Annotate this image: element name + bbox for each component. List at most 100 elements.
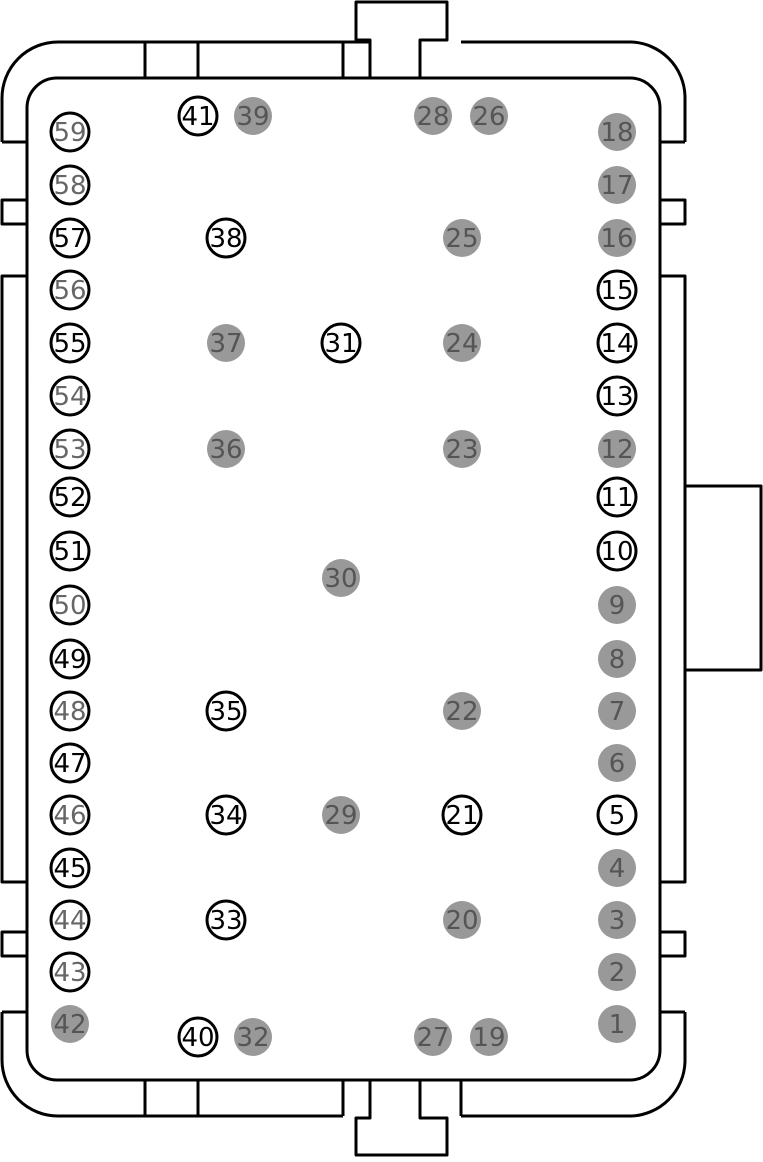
pin-label: 23: [445, 435, 478, 465]
pin-54: 54: [49, 375, 91, 417]
housing-bottom-rib: [143, 1080, 200, 1116]
pin-59: 59: [49, 111, 91, 153]
pin-16: 16: [598, 219, 636, 257]
pin-label: 30: [324, 564, 357, 594]
pin-label: 24: [445, 329, 478, 359]
pin-53: 53: [49, 428, 91, 470]
pin-label: 32: [236, 1023, 269, 1053]
pin-marker: [443, 219, 481, 257]
pin-label: 26: [472, 102, 505, 132]
pin-label: 39: [236, 102, 269, 132]
pin-marker: [49, 742, 91, 784]
pin-label: 6: [609, 749, 626, 779]
pin-43: 43: [49, 951, 91, 993]
pin-label: 34: [209, 801, 242, 831]
pin-label: 29: [324, 801, 357, 831]
housing-right-rail: [660, 274, 687, 884]
pin-marker: [414, 1018, 452, 1056]
housing-bottom-key: [341, 1080, 463, 1157]
pin-marker: [596, 322, 638, 364]
pin-label: 5: [609, 801, 626, 831]
pin-marker: [49, 375, 91, 417]
pin-marker: [598, 113, 636, 151]
pin-11: 11: [596, 476, 638, 518]
pin-14: 14: [596, 322, 638, 364]
pin-label: 33: [209, 906, 242, 936]
pin-label: 14: [600, 329, 633, 359]
pin-10: 10: [596, 530, 638, 572]
pin-marker: [177, 1016, 219, 1058]
pin-marker: [598, 849, 636, 887]
pin-label: 7: [609, 697, 626, 727]
pin-label: 45: [53, 854, 86, 884]
pin-label: 55: [53, 329, 86, 359]
pin-marker: [49, 690, 91, 732]
pin-marker: [470, 97, 508, 135]
pin-label: 11: [600, 483, 633, 513]
pin-label: 20: [445, 906, 478, 936]
pin-5: 5: [596, 794, 638, 836]
pin-label: 43: [53, 958, 86, 988]
pin-marker: [49, 530, 91, 572]
pin-label: 10: [600, 537, 633, 567]
pin-29: 29: [322, 796, 360, 834]
pin-18: 18: [598, 113, 636, 151]
pin-45: 45: [49, 847, 91, 889]
pin-marker: [49, 111, 91, 153]
pin-marker: [441, 794, 483, 836]
pin-marker: [234, 1018, 272, 1056]
pin-36: 36: [207, 430, 245, 468]
pin-marker: [49, 847, 91, 889]
pin-19: 19: [470, 1018, 508, 1056]
pin-50: 50: [49, 584, 91, 626]
pin-marker: [414, 97, 452, 135]
pin-marker: [205, 217, 247, 259]
pin-3: 3: [598, 901, 636, 939]
pin-marker: [49, 584, 91, 626]
pin-label: 18: [600, 118, 633, 148]
pin-marker: [596, 269, 638, 311]
housing-top-rib: [143, 42, 200, 78]
pin-20: 20: [443, 901, 481, 939]
pin-marker: [205, 794, 247, 836]
pin-marker: [49, 164, 91, 206]
pin-label: 16: [600, 224, 633, 254]
pin-label: 41: [181, 102, 214, 132]
pin-label: 17: [600, 171, 633, 201]
housing-outer-top-left: [0, 40, 343, 142]
housing-right-notch-upper: [660, 198, 687, 226]
pin-marker: [443, 692, 481, 730]
pin-label: 35: [209, 697, 242, 727]
pin-marker: [49, 322, 91, 364]
pin-marker: [598, 1005, 636, 1043]
pin-56: 56: [49, 269, 91, 311]
pin-marker: [598, 640, 636, 678]
pin-47: 47: [49, 742, 91, 784]
pin-label: 9: [609, 591, 626, 621]
pin-marker: [598, 430, 636, 468]
pin-label: 27: [416, 1023, 449, 1053]
pin-label: 54: [53, 382, 86, 412]
pin-marker: [443, 324, 481, 362]
pin-26: 26: [470, 97, 508, 135]
housing-outer-bottom-left: [0, 1012, 343, 1118]
pin-label: 28: [416, 102, 449, 132]
pin-label: 51: [53, 537, 86, 567]
pin-label: 2: [609, 958, 626, 988]
pin-57: 57: [49, 217, 91, 259]
pin-6: 6: [598, 744, 636, 782]
pin-40: 40: [177, 1016, 219, 1058]
housing-left-notch-upper: [0, 198, 27, 226]
housing-top-key: [341, 0, 449, 78]
housing-outer-bottom-right: [461, 1012, 687, 1118]
pin-marker: [320, 322, 362, 364]
pin-marker: [234, 97, 272, 135]
pin-55: 55: [49, 322, 91, 364]
pin-4: 4: [598, 849, 636, 887]
pin-label: 21: [445, 801, 478, 831]
pin-1: 1: [598, 1005, 636, 1043]
pin-marker: [49, 951, 91, 993]
pin-15: 15: [596, 269, 638, 311]
